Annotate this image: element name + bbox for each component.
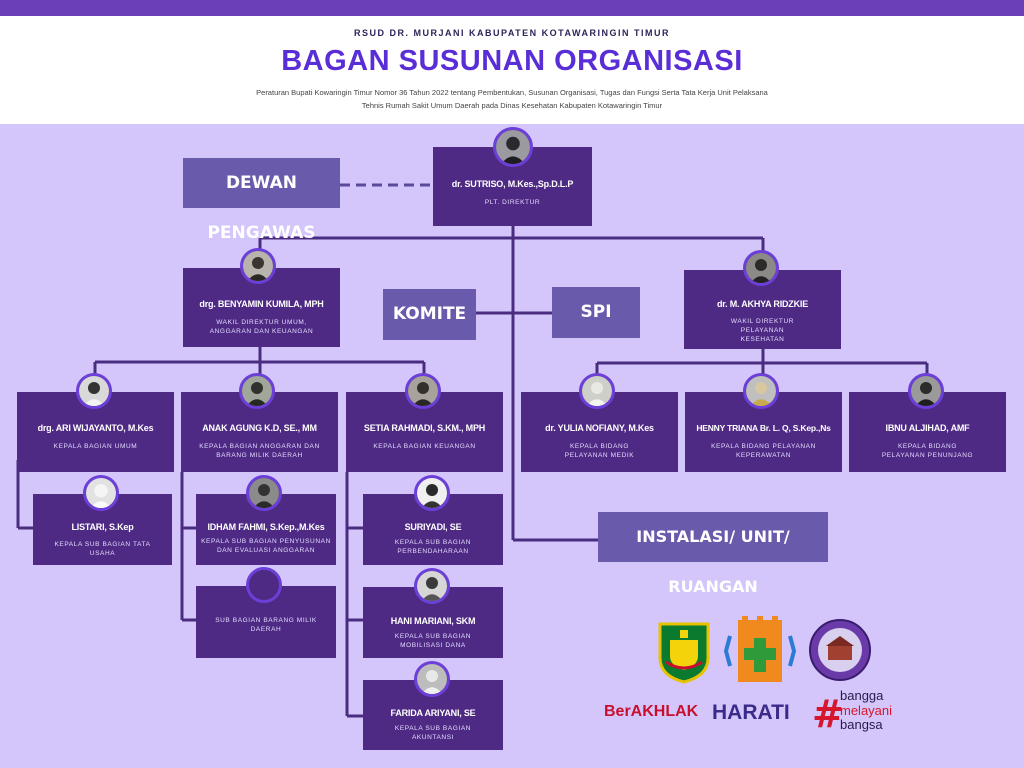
spi-label: SPI: [580, 302, 612, 322]
avatar: [76, 373, 112, 409]
rsud-logo-icon: [723, 616, 797, 686]
avatar: [246, 475, 282, 511]
komite-label: KOMITE: [392, 304, 467, 324]
node-name: SETIA RAHMADI, S.KM., MPH: [363, 423, 486, 433]
dewan-pengawas-box: DEWAN PENGAWAS: [183, 158, 340, 243]
avatar: [405, 373, 441, 409]
node-role: SUB BAGIAN BARANG MILIK DAERAH: [215, 617, 317, 633]
node-role: KEPALA SUB BAGIAN PERBENDAHARAAN: [394, 539, 472, 555]
node-name: dr. M. AKHYA RIDZKIE: [716, 299, 808, 309]
dewan-pengawas-label: DEWAN PENGAWAS: [207, 173, 316, 243]
avatar: [239, 373, 275, 409]
avatar: [743, 250, 779, 286]
node-role: WAKIL DIREKTUR UMUM, ANGGARAN DAN KEUANG…: [209, 319, 314, 335]
page-title: BAGAN SUSUNAN ORGANISASI: [281, 45, 743, 77]
avatar-empty: [246, 567, 282, 603]
kepegawaian-seal-icon: [808, 618, 872, 682]
node-role: KEPALA BIDANG PELAYANAN KEPERAWATAN: [711, 443, 816, 459]
avatar: [414, 661, 450, 697]
node-role: KEPALA BIDANG PELAYANAN MEDIK: [564, 443, 635, 459]
avatar: [579, 373, 615, 409]
node-name: HENNY TRIANA Br. L. Q, S.Kep.,Ns: [696, 423, 831, 433]
node-name: IDHAM FAHMI, S.Kep.,M.Kes: [207, 522, 325, 532]
node-name: ANAK AGUNG K.D, SE., MM: [202, 423, 317, 433]
instalasi-label: INSTALASI/ UNIT/ RUANGAN: [636, 527, 790, 596]
harati-logo: HARATI: [712, 701, 790, 724]
hashtag-icon: #: [812, 692, 844, 736]
avatar: [240, 248, 276, 284]
node-role: KEPALA SUB BAGIAN PENYUSUNAN DAN EVALUAS…: [201, 538, 331, 554]
avatar: [414, 568, 450, 604]
node-name: dr. YULIA NOFIANY, M.Kes: [545, 423, 654, 433]
node-kabag-anggaran: ANAK AGUNG K.D, SE., MM KEPALA BAGIAN AN…: [181, 392, 338, 472]
avatar: [743, 373, 779, 409]
top-bar: [0, 0, 1024, 16]
node-name: HANI MARIANI, SKM: [390, 616, 476, 626]
berakhlak-logo: BerAKHLAK: [604, 703, 699, 720]
hospital-name: RSUD DR. MURJANI KABUPATEN KOTAWARINGIN …: [354, 28, 670, 38]
kotim-emblem-icon: [656, 620, 712, 684]
node-role: KEPALA SUB BAGIAN AKUNTANSI: [394, 725, 472, 741]
node-name: SURIYADI, SE: [404, 522, 462, 532]
node-role: KEPALA BAGIAN KEUANGAN: [373, 443, 476, 450]
node-name: drg. ARI WIJAYANTO, M.Kes: [37, 423, 154, 433]
instalasi-box: INSTALASI/ UNIT/ RUANGAN: [598, 512, 828, 596]
node-name: IBNU ALJIHAD, AMF: [885, 423, 970, 433]
avatar: [414, 475, 450, 511]
avatar: [83, 475, 119, 511]
spi-box: SPI: [552, 287, 640, 338]
avatar: [908, 373, 944, 409]
komite-box: KOMITE: [383, 289, 476, 340]
node-name: LISTARI, S.Kep: [71, 522, 134, 532]
node-name: FARIDA ARIYANI, SE: [390, 708, 476, 718]
regulation-text: Peraturan Bupati Kowaringin Timur Nomor …: [256, 88, 768, 110]
header: RSUD DR. MURJANI KABUPATEN KOTAWARINGIN …: [0, 16, 1024, 124]
node-role: WAKIL DIREKTUR PELAYANAN KESEHATAN: [730, 318, 795, 343]
node-role: KEPALA SUB BAGIAN MOBILISASI DANA: [394, 633, 472, 649]
node-name: drg. BENYAMIN KUMILA, MPH: [199, 299, 324, 309]
node-name: dr. SUTRISO, M.Kes.,Sp.D.L.P: [451, 179, 574, 189]
node-role: KEPALA BAGIAN UMUM: [53, 443, 138, 450]
node-role: KEPALA SUB BAGIAN TATA USAHA: [54, 541, 151, 557]
node-role: PLT. DIREKTUR: [484, 199, 541, 206]
node-role: KEPALA BIDANG PELAYANAN PENUNJANG: [881, 443, 974, 459]
avatar: [493, 127, 533, 167]
node-role: KEPALA BAGIAN ANGGARAN DAN BARANG MILIK …: [199, 443, 320, 459]
